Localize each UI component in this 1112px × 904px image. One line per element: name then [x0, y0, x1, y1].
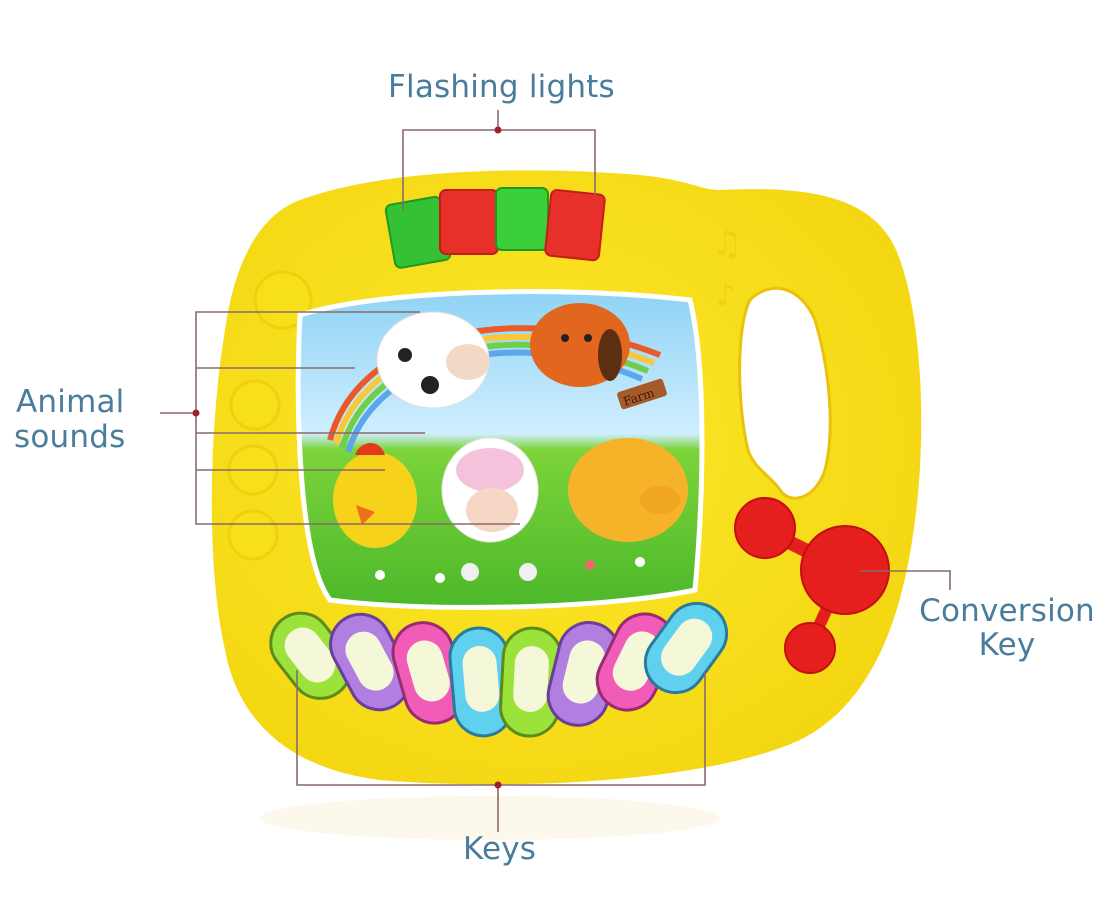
horse-figure	[568, 438, 688, 542]
flashing-lights	[384, 187, 606, 269]
piano-keys[interactable]	[259, 592, 739, 739]
key-re[interactable]	[320, 604, 420, 720]
key-mi[interactable]	[386, 616, 472, 731]
conversion-key-label-line1: Conversion	[919, 593, 1095, 629]
flashing-lights-label: Flashing lights	[388, 69, 615, 105]
music-note-icon: ♪	[716, 278, 735, 313]
reflection	[260, 796, 720, 840]
key-fa[interactable]	[448, 626, 515, 739]
animal-sounds-label-line1: Animal	[16, 384, 125, 420]
farm-sign	[617, 378, 667, 410]
chicken-figure	[333, 452, 417, 548]
key-do-high[interactable]	[634, 592, 739, 705]
conversion-key-label-line2: Key	[978, 627, 1036, 663]
key-la[interactable]	[542, 616, 625, 731]
side-button	[227, 509, 279, 561]
key-so[interactable]	[499, 626, 563, 738]
music-note-icon: ♫	[712, 224, 742, 264]
leader-dots	[192, 126, 502, 789]
handle-hole	[738, 286, 832, 500]
farm-scene-panel: Farm	[295, 289, 705, 610]
animal-sounds-label-line2: sounds	[14, 419, 126, 455]
keys-label: Keys	[463, 831, 537, 867]
conversion-key[interactable]	[734, 497, 890, 674]
key-do[interactable]	[259, 601, 363, 710]
side-button	[253, 270, 313, 330]
side-button	[229, 379, 281, 431]
